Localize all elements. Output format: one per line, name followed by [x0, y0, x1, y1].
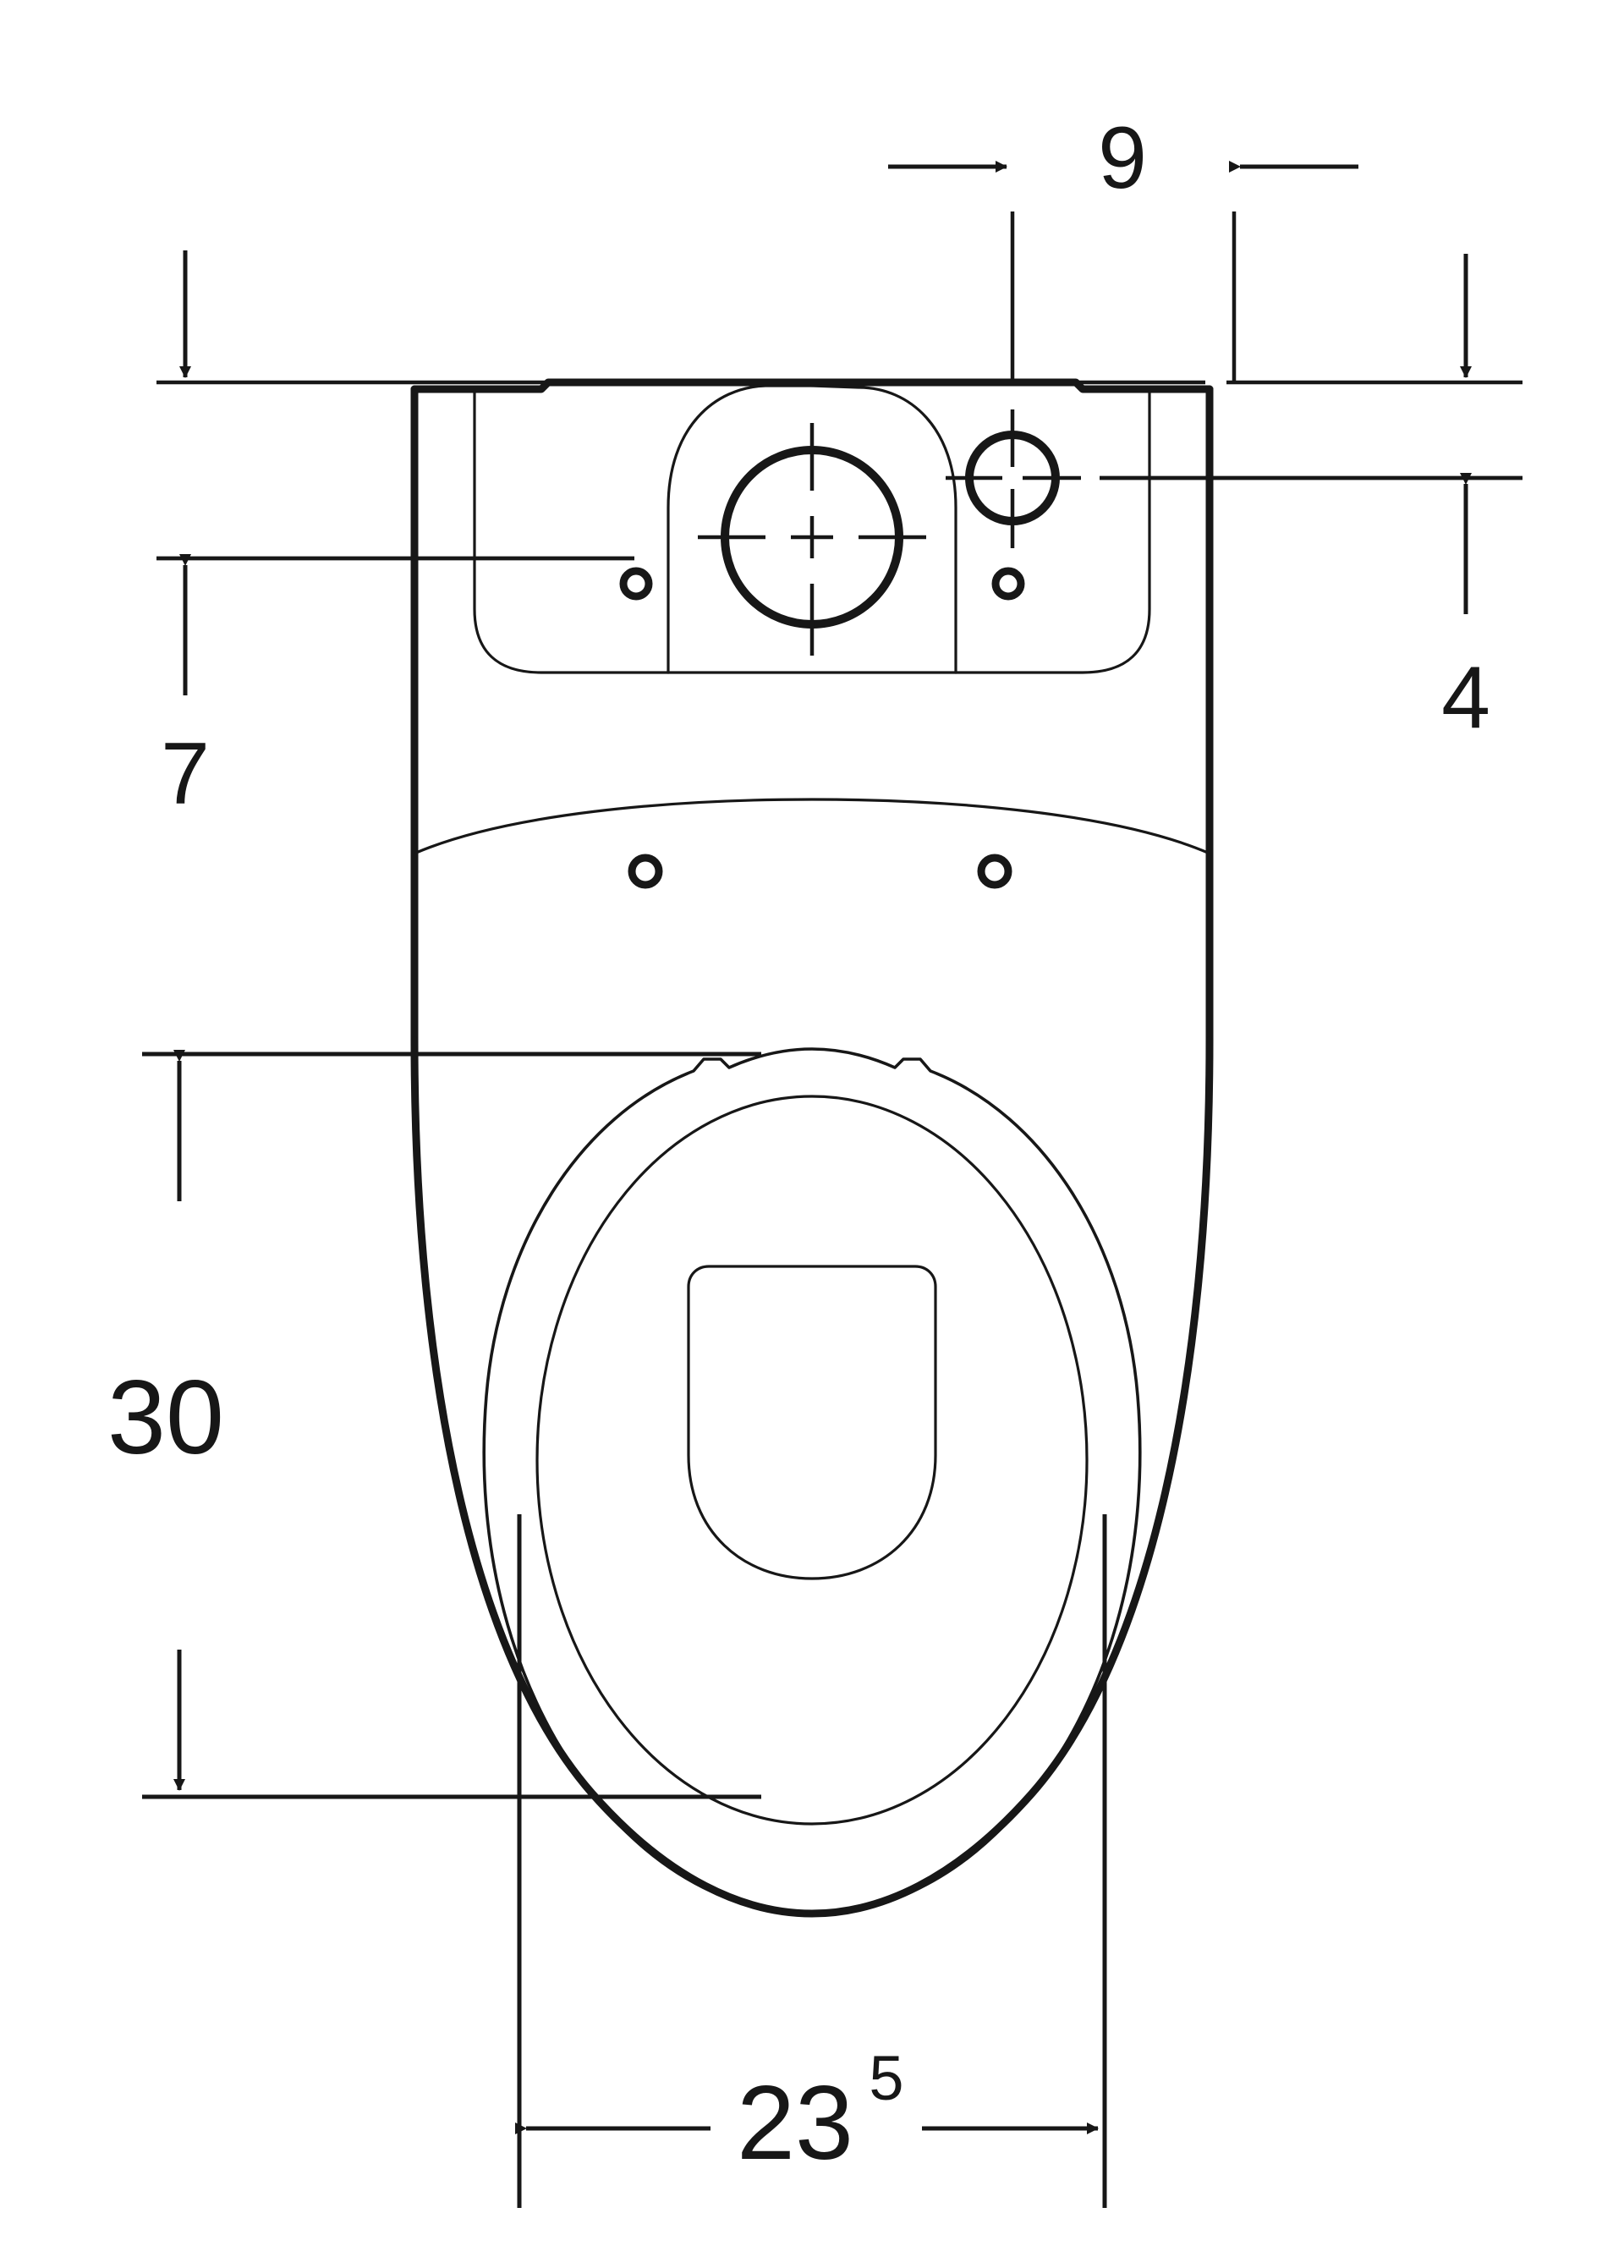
dimension-4-label: 4	[1441, 649, 1490, 747]
cistern-interior-lines	[414, 384, 1210, 854]
dimension-235-label-base: 23	[737, 2065, 853, 2182]
seat-hinge-hole-left	[628, 854, 663, 889]
seat-ring-outline	[535, 1095, 1089, 1826]
dimension-9-label: 9	[1098, 109, 1147, 207]
dimension-7: 7	[156, 250, 1205, 823]
dimension-7-label: 7	[161, 725, 210, 823]
dimension-23-5: 23 5	[515, 1514, 1107, 2208]
dimension-30: 30	[107, 1050, 761, 1799]
bolt-hole-left	[619, 567, 653, 601]
bolt-hole-right	[991, 567, 1025, 601]
flush-valve-crosshair	[698, 423, 926, 656]
bowl-opening-outline	[687, 1265, 937, 1580]
seat-lid-outline	[482, 1047, 1142, 1915]
dimension-30-label: 30	[107, 1359, 224, 1476]
dimension-9: 9	[888, 109, 1358, 382]
seat-hinge-hole-right	[977, 854, 1012, 889]
dimension-4: 4	[1100, 254, 1522, 747]
dimension-235-label-superscript: 5	[869, 2043, 903, 2113]
fill-valve-crosshair	[946, 409, 1081, 548]
